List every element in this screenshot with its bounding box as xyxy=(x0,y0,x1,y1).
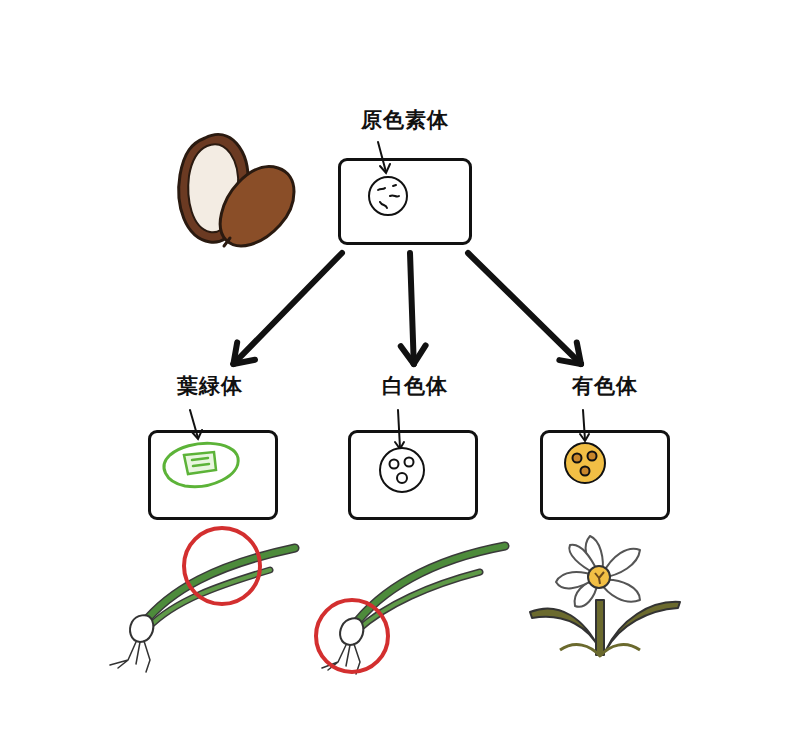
plastid-box: 有色体 xyxy=(526,374,684,522)
branch-arrow xyxy=(233,253,342,364)
seeds xyxy=(179,135,294,246)
box-outline xyxy=(148,430,278,520)
plastid-box: 白色体 xyxy=(336,374,494,522)
box-outline xyxy=(348,430,478,520)
branch-arrow xyxy=(468,253,581,364)
branch-arrow xyxy=(401,253,426,364)
plastid-label: 有色体 xyxy=(526,374,684,399)
box-outline xyxy=(338,158,472,245)
leucoplast xyxy=(380,448,424,492)
green-onion xyxy=(110,528,295,672)
plastid-box: 葉緑体 xyxy=(131,374,289,522)
box-outline xyxy=(540,430,670,520)
plastid-box: 原色素体 xyxy=(326,108,484,248)
proplastid xyxy=(369,177,407,215)
chloroplast xyxy=(164,443,238,486)
narcissus xyxy=(530,536,680,656)
plastid-label: 原色素体 xyxy=(326,108,484,133)
chromoplast xyxy=(565,443,605,483)
plastid-label: 白色体 xyxy=(336,374,494,399)
green-onion xyxy=(316,546,505,674)
plastid-label: 葉緑体 xyxy=(131,374,289,399)
leader-arrows xyxy=(190,142,589,449)
